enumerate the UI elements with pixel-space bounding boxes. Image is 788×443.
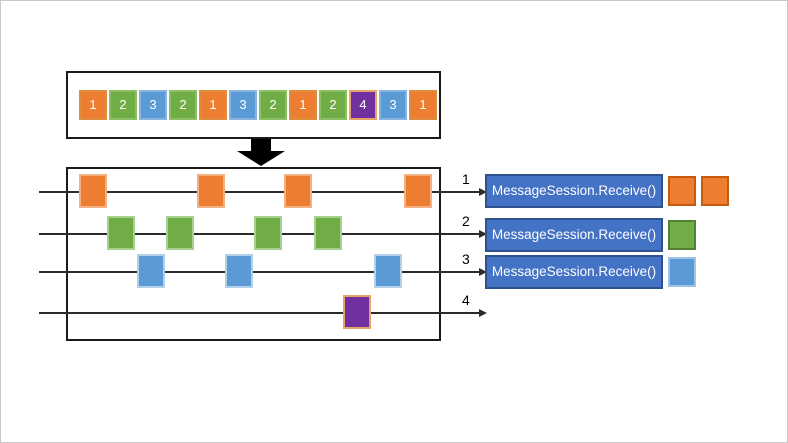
session-lane-line bbox=[39, 312, 483, 314]
lane-message-block bbox=[404, 174, 432, 208]
lane-message-block bbox=[314, 216, 342, 250]
queue-token: 1 bbox=[79, 90, 107, 120]
lane-number-label: 2 bbox=[462, 213, 470, 229]
lane-number-label: 3 bbox=[462, 251, 470, 267]
lane-message-block bbox=[197, 174, 225, 208]
lane-message-block bbox=[107, 216, 135, 250]
lane-arrow-head-icon bbox=[479, 188, 487, 196]
queue-token: 4 bbox=[349, 90, 377, 120]
queue-token: 2 bbox=[169, 90, 197, 120]
queue-token: 3 bbox=[139, 90, 167, 120]
queue-token: 1 bbox=[409, 90, 437, 120]
queue-token: 2 bbox=[259, 90, 287, 120]
message-session-receive-box[interactable]: MessageSession.Receive() bbox=[485, 255, 663, 289]
queue-token: 1 bbox=[199, 90, 227, 120]
received-message-swatch bbox=[701, 176, 729, 206]
lane-message-block bbox=[166, 216, 194, 250]
queue-token: 3 bbox=[379, 90, 407, 120]
lane-message-block bbox=[374, 254, 402, 288]
message-session-receive-box[interactable]: MessageSession.Receive() bbox=[485, 218, 663, 252]
lane-message-block bbox=[137, 254, 165, 288]
session-lane-line bbox=[39, 271, 483, 273]
queue-token: 2 bbox=[319, 90, 347, 120]
message-session-receive-box[interactable]: MessageSession.Receive() bbox=[485, 174, 663, 208]
lane-arrow-head-icon bbox=[479, 309, 487, 317]
down-arrow-icon bbox=[233, 139, 289, 167]
lane-message-block bbox=[79, 174, 107, 208]
queue-token: 2 bbox=[109, 90, 137, 120]
lane-message-block bbox=[284, 174, 312, 208]
session-lane-line bbox=[39, 191, 483, 193]
queue-token: 1 bbox=[289, 90, 317, 120]
lane-message-block bbox=[343, 295, 371, 329]
lane-message-block bbox=[225, 254, 253, 288]
lane-number-label: 4 bbox=[462, 292, 470, 308]
lane-number-label: 1 bbox=[462, 171, 470, 187]
queue-token: 3 bbox=[229, 90, 257, 120]
received-message-swatch bbox=[668, 176, 696, 206]
lane-arrow-head-icon bbox=[479, 230, 487, 238]
received-message-swatch bbox=[668, 257, 696, 287]
lane-arrow-head-icon bbox=[479, 268, 487, 276]
received-message-swatch bbox=[668, 220, 696, 250]
lane-message-block bbox=[254, 216, 282, 250]
